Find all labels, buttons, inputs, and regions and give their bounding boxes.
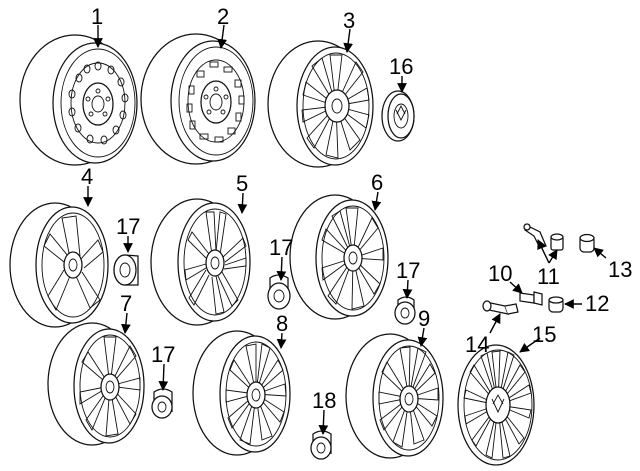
callout-2: 2 [217, 4, 229, 29]
bolt-10[interactable] [519, 291, 543, 306]
wheel-1-steel[interactable] [19, 34, 138, 166]
callout-17-a: 17 [116, 214, 140, 239]
wheel-9-alloy[interactable] [345, 333, 444, 459]
callout-7: 7 [120, 291, 132, 316]
callout-12: 12 [585, 291, 609, 316]
callout-10: 10 [488, 261, 512, 286]
callout-14: 14 [465, 332, 489, 357]
wheel-cover-15[interactable] [457, 344, 535, 466]
callout-4: 4 [81, 164, 93, 189]
wheel-7-alloy[interactable] [47, 322, 145, 446]
callout-11: 11 [537, 264, 560, 289]
valve-stem-14[interactable] [482, 300, 519, 315]
valve-cap-11[interactable] [550, 233, 564, 251]
callout-1: 1 [91, 4, 103, 29]
center-cap-18[interactable] [310, 430, 332, 460]
callout-3: 3 [343, 8, 355, 33]
cap-12[interactable] [548, 296, 564, 313]
center-cap-17-a[interactable] [113, 254, 139, 286]
wheel-4-alloy[interactable] [9, 202, 109, 328]
wheel-5-alloy[interactable] [150, 198, 251, 326]
center-cap-17-d[interactable] [151, 388, 173, 419]
center-cap-17-c[interactable] [394, 296, 416, 325]
callout-17-c: 17 [396, 258, 420, 283]
callout-6: 6 [371, 170, 383, 195]
callout-8: 8 [276, 311, 288, 336]
callout-labels: 1 2 3 16 4 17 5 17 6 17 7 17 8 9 18 10 1… [81, 4, 632, 413]
callout-16: 16 [389, 54, 413, 79]
callout-18: 18 [312, 388, 336, 413]
center-cap-17-b[interactable] [267, 274, 291, 310]
leader-lines [83, 24, 607, 435]
wheel-2-steel[interactable] [140, 33, 256, 165]
callout-17-b: 17 [269, 235, 293, 260]
callout-13: 13 [608, 257, 632, 282]
center-cap-16[interactable] [381, 90, 415, 142]
callout-17-d: 17 [151, 342, 175, 367]
wheel-3-alloy[interactable] [267, 40, 374, 168]
wheel-6-alloy[interactable] [289, 194, 389, 320]
callout-9: 9 [418, 306, 430, 331]
wheel-8-alloy[interactable] [192, 330, 291, 456]
callout-15: 15 [532, 322, 556, 347]
cap-13[interactable] [579, 233, 595, 253]
valve-stem-11[interactable] [523, 223, 547, 249]
callout-5: 5 [236, 171, 248, 196]
